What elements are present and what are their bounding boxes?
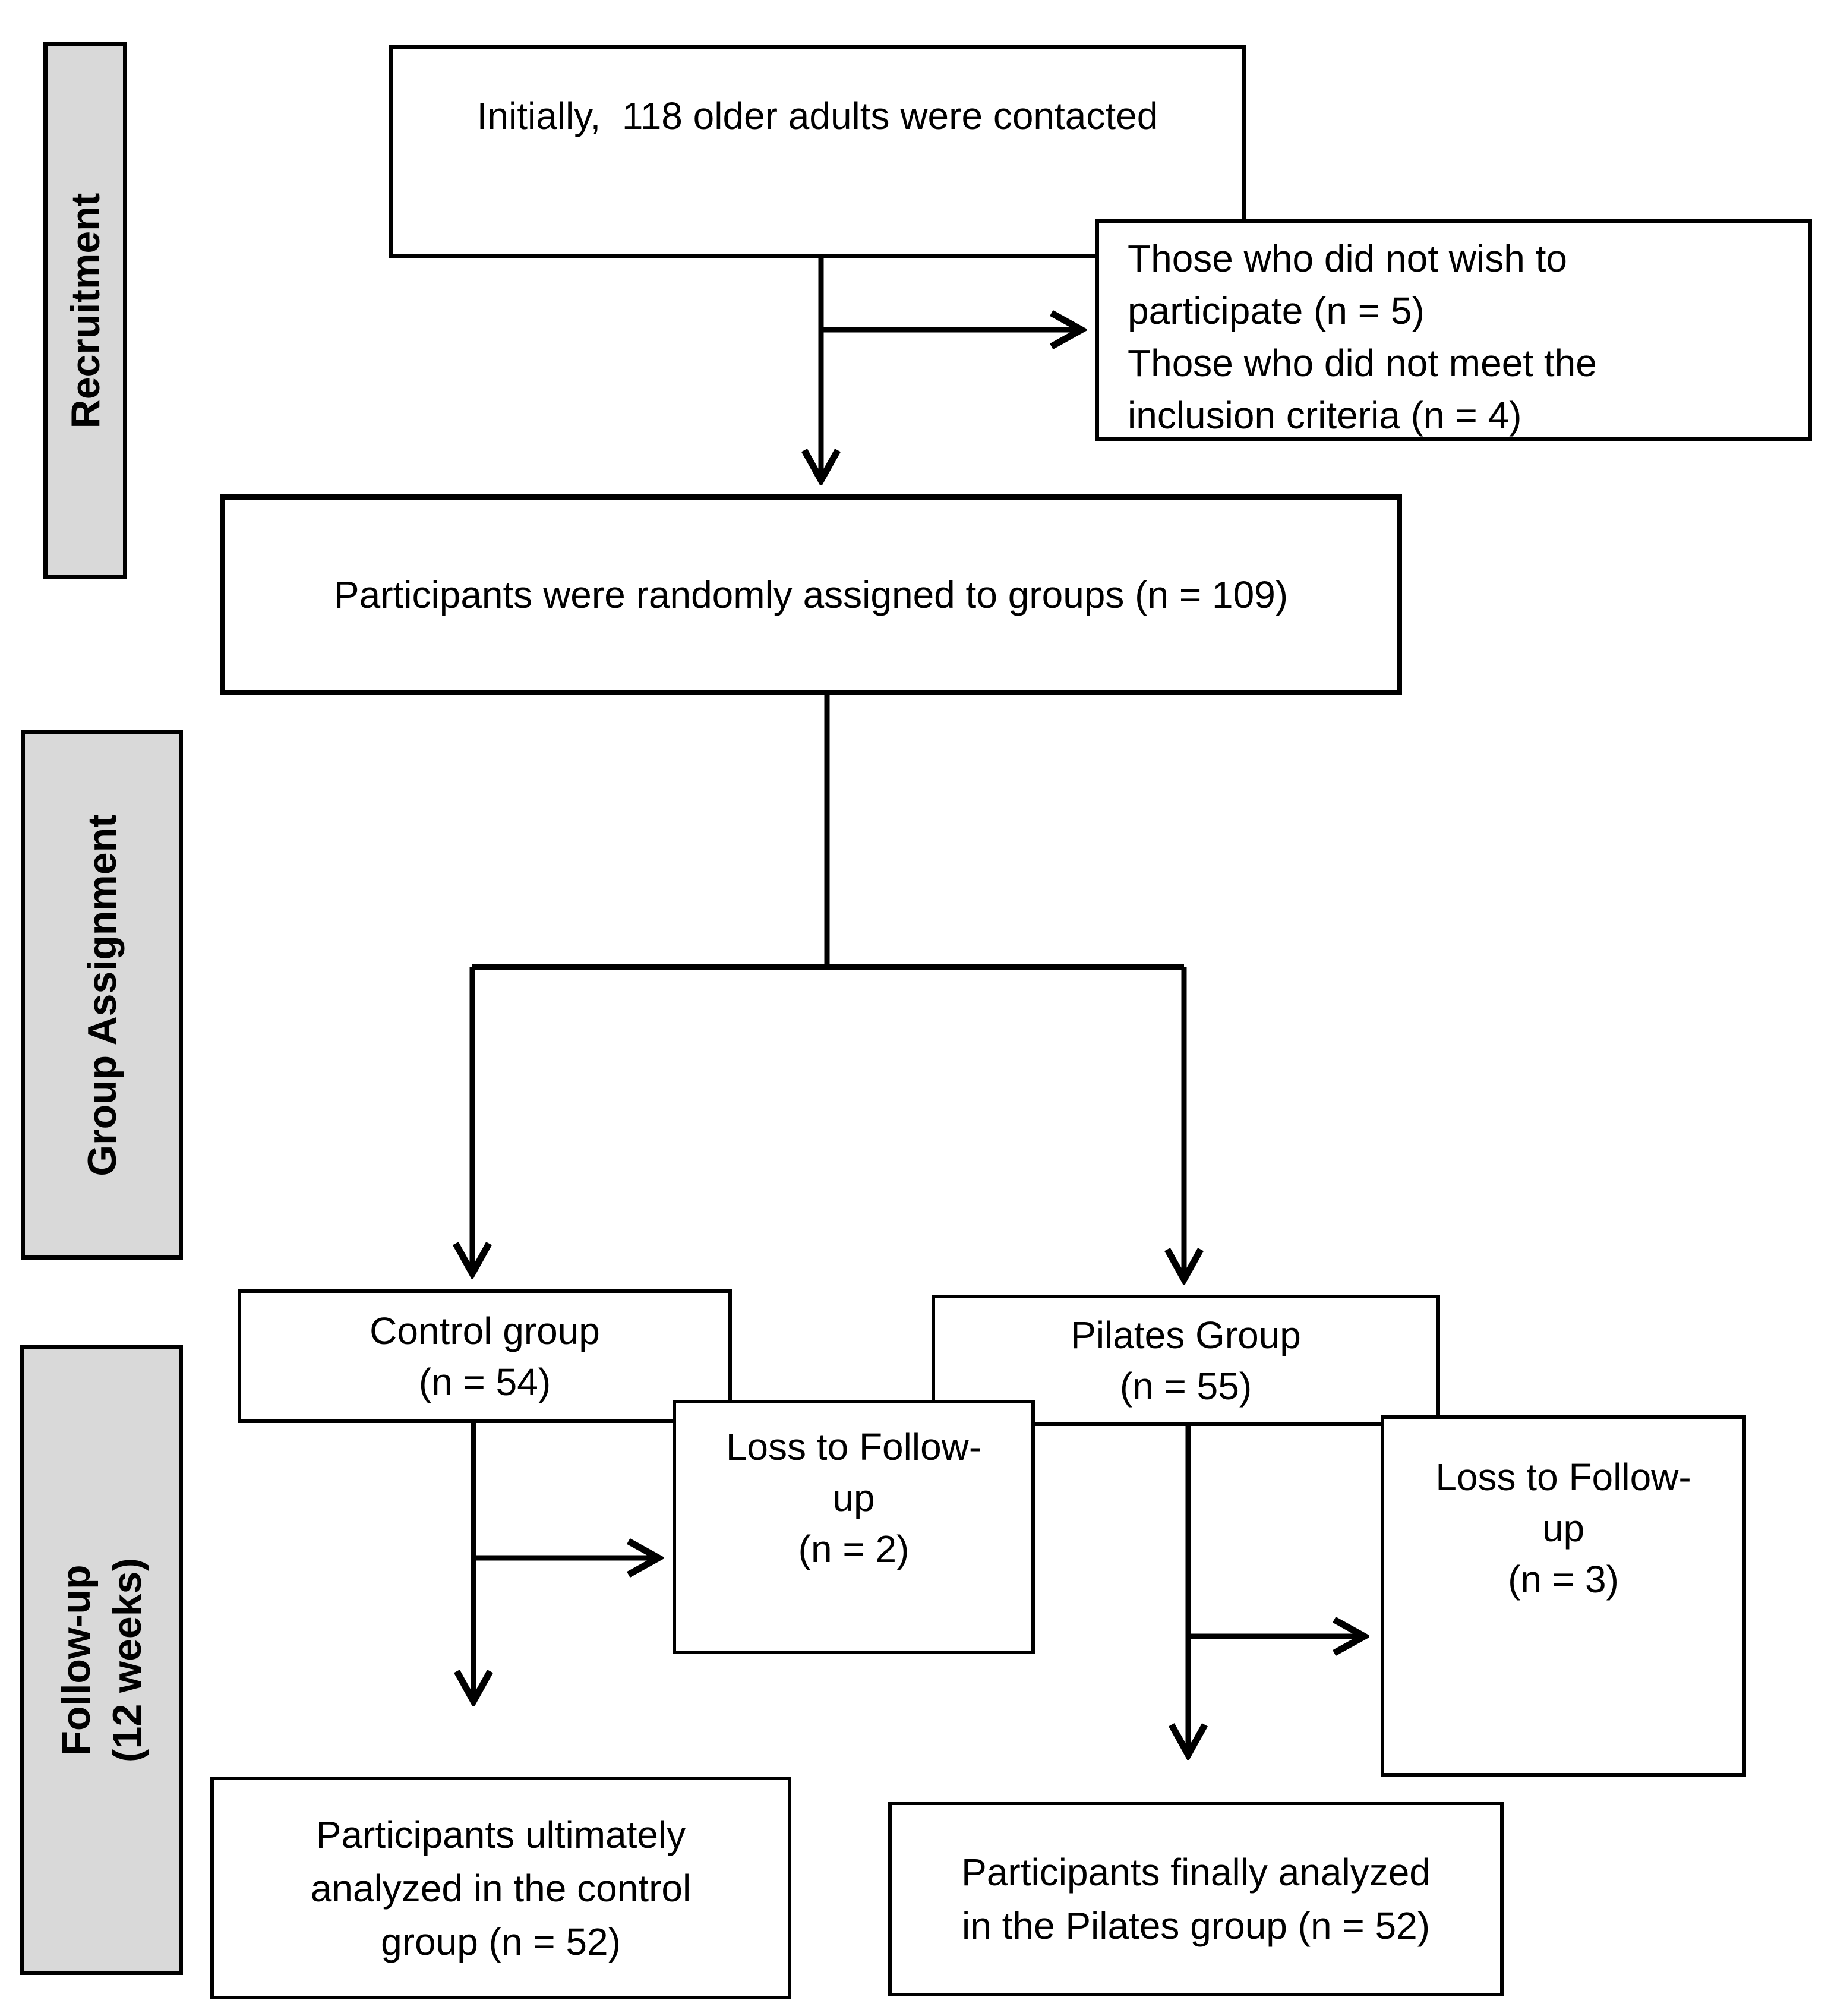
loss-followup-pilates-line2: up [1542, 1507, 1585, 1550]
loss-followup-control-line2: up [832, 1476, 875, 1519]
stage-label-follow-up-line1: Follow-up [53, 1564, 99, 1756]
exclusion-box-line1: Those who did not wish to [1128, 237, 1567, 280]
analyzed-control-line2: analyzed in the control [310, 1866, 692, 1910]
exclusion-box-line2: participate (n = 5) [1128, 289, 1425, 332]
loss-followup-pilates-box: Loss to Follow- up (n = 3) [1381, 1415, 1746, 1777]
stage-label-group-assignment-text: Group Assignment [79, 813, 125, 1176]
exclusion-box-line4: inclusion criteria (n = 4) [1128, 394, 1522, 437]
randomized-box-text: Participants were randomly assigned to g… [333, 573, 1289, 616]
analyzed-pilates-line1: Participants finally analyzed [961, 1851, 1431, 1894]
analyzed-pilates-box: Participants finally analyzed in the Pil… [888, 1802, 1504, 1996]
stage-label-group-assignment: Group Assignment [21, 730, 183, 1260]
analyzed-control-box: Participants ultimately analyzed in the … [210, 1777, 791, 1999]
stage-label-follow-up: Follow-up (12 weeks) [20, 1345, 183, 1975]
loss-followup-control-line3: (n = 2) [798, 1528, 910, 1570]
loss-followup-control-box: Loss to Follow- up (n = 2) [673, 1400, 1035, 1654]
exclusion-box-line3: Those who did not meet the [1128, 342, 1597, 384]
exclusion-box: Those who did not wish to participate (n… [1095, 219, 1812, 441]
control-group-box: Control group (n = 54) [238, 1289, 732, 1423]
stage-label-follow-up-line2: (12 weeks) [105, 1557, 150, 1762]
analyzed-control-line1: Participants ultimately [315, 1813, 686, 1856]
stage-label-recruitment: Recruitment [43, 42, 127, 579]
control-group-line1: Control group [370, 1309, 600, 1352]
analyzed-control-line3: group (n = 52) [381, 1920, 621, 1963]
stage-label-recruitment-text: Recruitment [62, 193, 108, 428]
contacted-box-text: Initially, 118 older adults were contact… [476, 94, 1158, 137]
control-group-line2: (n = 54) [418, 1360, 551, 1403]
stage-label-follow-up-text: Follow-up (12 weeks) [50, 1558, 153, 1762]
randomized-box: Participants were randomly assigned to g… [220, 494, 1402, 695]
analyzed-pilates-line2: in the Pilates group (n = 52) [961, 1904, 1431, 1947]
pilates-group-line1: Pilates Group [1071, 1313, 1301, 1356]
pilates-group-line2: (n = 55) [1119, 1364, 1252, 1408]
loss-followup-control-line1: Loss to Follow- [725, 1425, 982, 1468]
loss-followup-pilates-line3: (n = 3) [1508, 1558, 1619, 1601]
loss-followup-pilates-line1: Loss to Follow- [1435, 1456, 1691, 1498]
